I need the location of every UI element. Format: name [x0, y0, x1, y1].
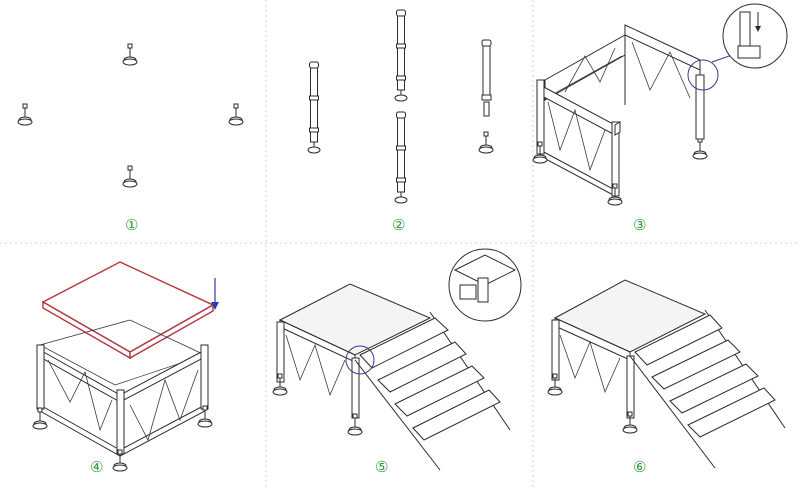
step-labels: ① ② ③ ④ ⑤ ⑥ — [90, 216, 646, 476]
step-6-completed — [547, 279, 786, 469]
step-label-1: ① — [125, 216, 138, 234]
step-2-posts — [307, 9, 494, 204]
foot-bottom — [122, 165, 138, 188]
foot-top — [122, 43, 138, 66]
post-4-exploded — [478, 39, 494, 154]
callout-circle-3 — [687, 59, 719, 91]
step-5-stairs — [272, 248, 522, 471]
step-label-6: ⑥ — [633, 458, 646, 476]
step-label-5: ⑤ — [375, 458, 388, 476]
detail-inset-3 — [722, 3, 788, 69]
post-1 — [307, 61, 321, 154]
callout-circle-5 — [345, 345, 375, 375]
step-label-4: ④ — [90, 458, 103, 476]
step-1-feet — [17, 43, 244, 188]
step-label-3: ③ — [633, 216, 646, 234]
foot-left — [17, 103, 33, 126]
deck-board — [41, 261, 215, 353]
step-3-frame — [532, 3, 788, 206]
post-3 — [394, 111, 408, 204]
foot-right — [228, 103, 244, 126]
post-2 — [394, 9, 408, 102]
step-label-2: ② — [392, 216, 405, 234]
detail-inset-5 — [448, 248, 522, 322]
step-4-deck — [32, 261, 219, 472]
